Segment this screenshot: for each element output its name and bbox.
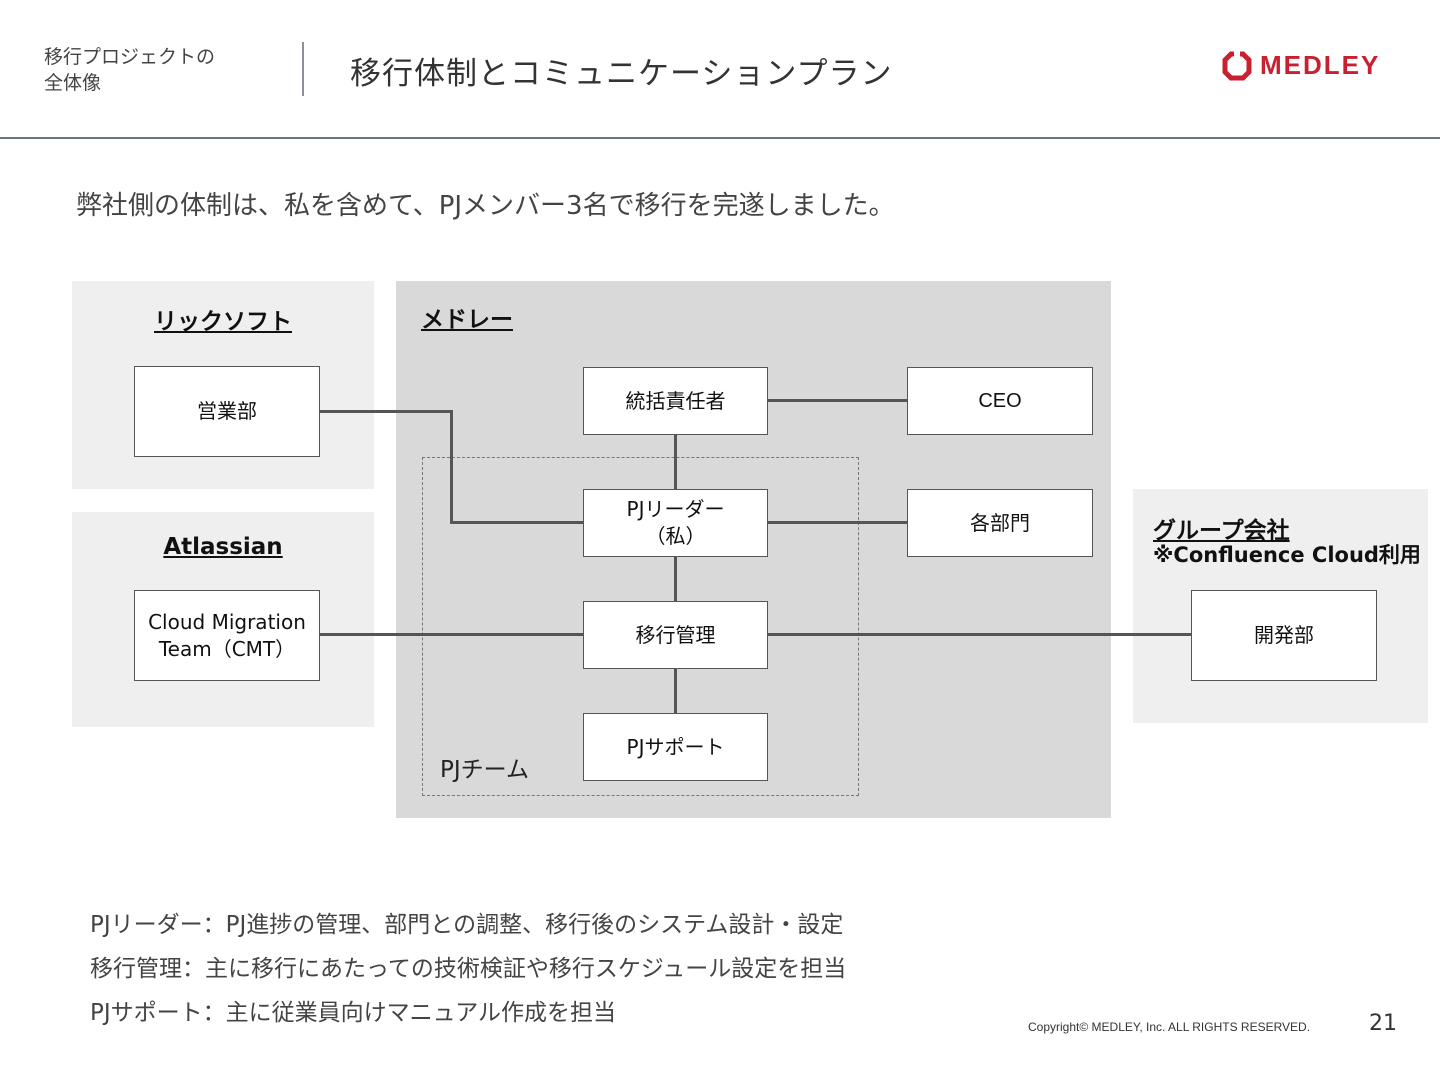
connector-migration-dev: [767, 633, 1192, 636]
section-label-line2: 全体像: [44, 72, 102, 94]
box-pj-leader: PJリーダー （私）: [583, 489, 768, 557]
box-ceo: CEO: [907, 367, 1093, 435]
note-pj-leader: PJリーダー：PJ進捗の管理、部門との調整、移行後のシステム設計・設定: [90, 912, 844, 938]
box-pj-leader-line1: PJリーダー: [626, 497, 725, 521]
page-title: 移行体制とコミュニケーションプラン: [350, 56, 893, 92]
copyright: Copyright© MEDLEY, Inc. ALL RIGHTS RESER…: [1028, 1020, 1311, 1034]
box-pj-support: PJサポート: [583, 713, 768, 781]
note-pj-support: PJサポート：主に従業員向けマニュアル作成を担当: [90, 1000, 616, 1026]
pj-team-label: PJチーム: [440, 757, 529, 783]
org-note-group: ※Confluence Cloud利用: [1153, 543, 1421, 567]
box-dev: 開発部: [1191, 590, 1377, 681]
org-title-group: グループ会社: [1153, 518, 1290, 544]
medley-logo: MEDLEY: [1222, 50, 1380, 81]
box-cmt: Cloud Migration Team（CMT）: [134, 590, 320, 681]
box-cmt-line2: Team（CMT）: [158, 636, 296, 661]
connector-leader-departments: [767, 521, 908, 524]
box-cmt-line1: Cloud Migration: [148, 609, 306, 634]
connector-supervisor-ceo: [767, 399, 908, 402]
note-migration-mgmt: 移行管理：主に移行にあたっての技術検証や移行スケジュール設定を担当: [90, 956, 847, 982]
logo-text: MEDLEY: [1260, 50, 1381, 80]
medley-logo-icon: [1222, 50, 1252, 80]
connector-sales-h1: [319, 410, 452, 413]
section-label: 移行プロジェクトの 全体像: [44, 44, 215, 96]
page-number: 21: [1369, 1011, 1397, 1036]
pj-team-region: [422, 457, 859, 796]
box-migration-mgmt: 移行管理: [583, 601, 768, 669]
org-title-atlassian: Atlassian: [163, 534, 283, 560]
connector-migration-support: [674, 669, 677, 714]
connector-sales-v: [450, 410, 453, 523]
section-label-line1: 移行プロジェクトの: [44, 46, 216, 68]
role-notes: PJリーダー：PJ進捗の管理、部門との調整、移行後のシステム設計・設定 移行管理…: [90, 903, 846, 1035]
connector-leader-migration: [674, 557, 677, 602]
connector-cmt-migration: [319, 633, 583, 636]
box-supervisor: 統括責任者: [583, 367, 768, 435]
box-pj-leader-line2: （私）: [645, 524, 706, 548]
box-sales: 営業部: [134, 366, 320, 457]
org-title-rickssoft: リックソフト: [154, 309, 292, 335]
connector-sales-h2: [450, 521, 583, 524]
org-title-medley: メドレー: [421, 307, 513, 333]
header-rule: [0, 137, 1440, 139]
box-departments: 各部門: [907, 489, 1093, 557]
connector-supervisor-leader: [674, 435, 677, 490]
header-divider: [302, 42, 304, 96]
lead-text: 弊社側の体制は、私を含めて、PJメンバー3名で移行を完遂しました。: [76, 191, 895, 221]
